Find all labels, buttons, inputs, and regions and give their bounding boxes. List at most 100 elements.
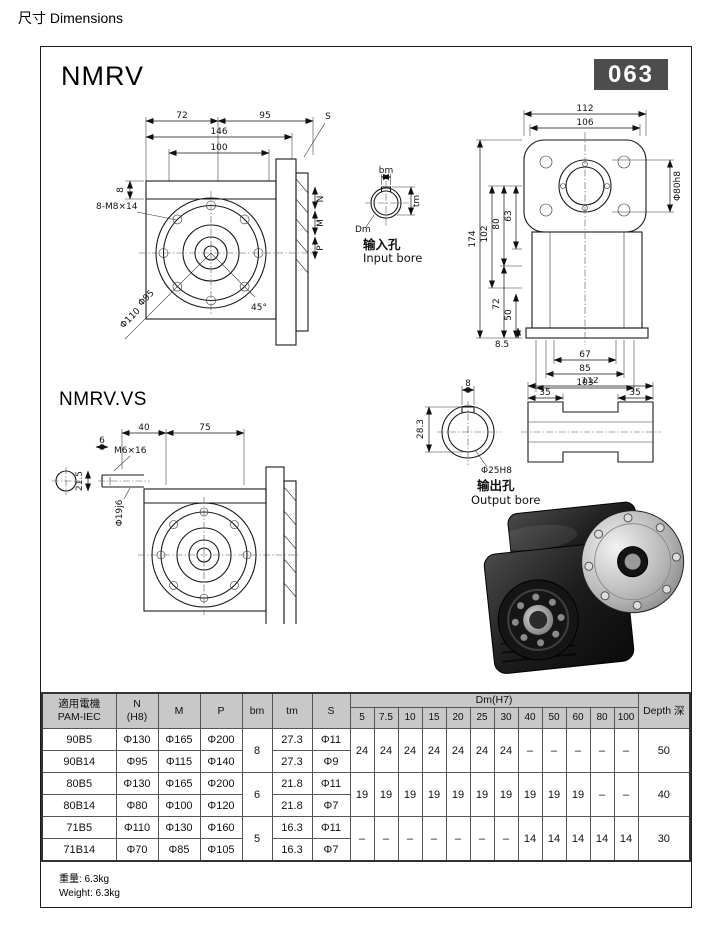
table-cell: Φ160 — [199, 816, 243, 840]
dm-cell: – — [589, 728, 615, 774]
table-cell: Φ80 — [115, 794, 159, 818]
dm-col-header: 5 — [349, 707, 375, 730]
dm-cell: 24 — [349, 728, 375, 774]
dm-cell: 19 — [493, 772, 519, 818]
caption-output-bore-cn: 输出孔 — [477, 478, 515, 493]
dim-label: 102 — [480, 225, 490, 242]
vs-model-title: NMRV.VS — [59, 389, 147, 410]
dm-cell: 19 — [517, 772, 543, 818]
col-header-bm: bm — [241, 692, 273, 730]
bolt-callout: 8-M8×14 — [96, 202, 138, 212]
dm-cell: 14 — [541, 816, 567, 862]
dim-label: 75 — [199, 423, 210, 433]
table-cell: Φ11 — [311, 816, 351, 840]
drawing-sheet: NMRV 063 72 95 146 100 S 8 — [40, 46, 692, 908]
col-header-tm: tm — [271, 692, 313, 730]
table-row: 80B5 Φ130 Φ165 Φ200 6 21.8 Φ11 19 19 19 … — [41, 772, 691, 818]
dm-cell: 19 — [421, 772, 447, 818]
dim-label: bm — [379, 166, 393, 176]
size-badge: 063 — [594, 59, 668, 90]
dim-label: M6×16 — [114, 446, 147, 456]
table-cell: 16.3 — [271, 838, 313, 862]
table-cell: Φ7 — [311, 838, 351, 862]
dm-cell: 24 — [469, 728, 495, 774]
table-cell: Φ115 — [157, 750, 201, 774]
dim-label-s: S — [325, 112, 331, 122]
dm-cell: – — [517, 728, 543, 774]
pam-cell: 80B5 — [41, 772, 117, 796]
dim-label: 6 — [99, 436, 105, 446]
table-cell: Φ200 — [199, 772, 243, 796]
dm-col-header: 10 — [397, 707, 423, 730]
table-cell: Φ85 — [157, 838, 201, 862]
dm-cell: – — [613, 772, 639, 818]
table-cell: Φ165 — [157, 772, 201, 796]
table-cell: 16.3 — [271, 816, 313, 840]
vs-view-drawing: 40 75 6 M6×16 21.5 Φ19j6 — [52, 423, 300, 624]
dim-label: 85 — [579, 364, 590, 374]
dm-cell: 14 — [565, 816, 591, 862]
dm-col-header: 20 — [445, 707, 471, 730]
model-title: NMRV — [61, 61, 145, 91]
dim-label: 21.5 — [75, 471, 85, 491]
dm-col-header: 7.5 — [373, 707, 399, 730]
input-bore-drawing: bm tm Dm 输入孔 Input bore — [355, 166, 422, 265]
weight-note-en: Weight: 6.3kg — [59, 887, 120, 899]
dm-col-header: 40 — [517, 707, 543, 730]
pam-cell: 80B14 — [41, 794, 117, 818]
depth-cell: 50 — [637, 728, 691, 774]
col-header-p: P — [199, 692, 243, 730]
dm-cell: 19 — [469, 772, 495, 818]
dim-label: 80 — [492, 218, 502, 230]
table-cell: Φ100 — [157, 794, 201, 818]
table-cell: Φ105 — [199, 838, 243, 862]
dm-cell: 14 — [517, 816, 543, 862]
dm-cell: 14 — [589, 816, 615, 862]
table-cell: Φ130 — [115, 728, 159, 752]
caption-input-bore-cn: 输入孔 — [363, 237, 401, 252]
pam-cell: 71B14 — [41, 838, 117, 862]
dm-cell: 19 — [349, 772, 375, 818]
dm-col-header: 25 — [469, 707, 495, 730]
bm-cell: 6 — [241, 772, 273, 818]
table-cell: Φ120 — [199, 794, 243, 818]
dm-cell: 19 — [445, 772, 471, 818]
caption-output-bore-en: Output bore — [471, 493, 541, 507]
dm-cell: – — [565, 728, 591, 774]
dim-label: 174 — [468, 230, 478, 247]
table-row: 71B14 Φ70 Φ85 Φ105 16.3 Φ7 — [41, 838, 690, 862]
dm-cell: – — [589, 772, 615, 818]
col-header-pam: 適用電機 PAM-IEC — [41, 692, 117, 730]
dm-cell: – — [541, 728, 567, 774]
page-title: 尺寸 Dimensions — [18, 10, 124, 26]
dm-cell: – — [373, 816, 399, 862]
dim-label-p: P — [316, 245, 326, 251]
table-cell: Φ70 — [115, 838, 159, 862]
depth-cell: 30 — [637, 816, 691, 862]
pam-cell: 90B5 — [41, 728, 117, 752]
dim-label: Φ110 — [118, 306, 142, 330]
col-header-depth: Depth 深 — [637, 692, 691, 730]
dm-cell: 24 — [373, 728, 399, 774]
col-header-n: N (H8) — [115, 692, 159, 730]
dim-label: 50 — [504, 309, 514, 321]
dim-label: 8 — [465, 379, 471, 389]
dim-label: 35 — [629, 388, 640, 398]
dim-label: 95 — [259, 111, 270, 121]
table-cell: Φ140 — [199, 750, 243, 774]
table-cell: Φ11 — [311, 772, 351, 796]
table-cell: Φ11 — [311, 728, 351, 752]
dm-cell: – — [421, 816, 447, 862]
table-cell: 27.3 — [271, 750, 313, 774]
dim-label: 106 — [576, 118, 593, 128]
col-header-dm-group: Dm(H7) — [349, 692, 639, 709]
dim-label: Φ25H8 — [481, 466, 512, 476]
table-row: 90B5 Φ130 Φ165 Φ200 8 27.3 Φ11 24 24 24 … — [41, 728, 691, 774]
dim-label: 146 — [210, 127, 227, 137]
table-row: 71B5 Φ110 Φ130 Φ160 5 16.3 Φ11 – – – – –… — [41, 816, 691, 862]
output-bore-drawing: 8 28.3 Φ25H8 输出孔 Output bore 112 35 35 — [416, 377, 661, 507]
dim-label: 112 — [576, 104, 593, 114]
table-cell: Φ9 — [311, 750, 351, 774]
table-cell: Φ95 — [115, 750, 159, 774]
